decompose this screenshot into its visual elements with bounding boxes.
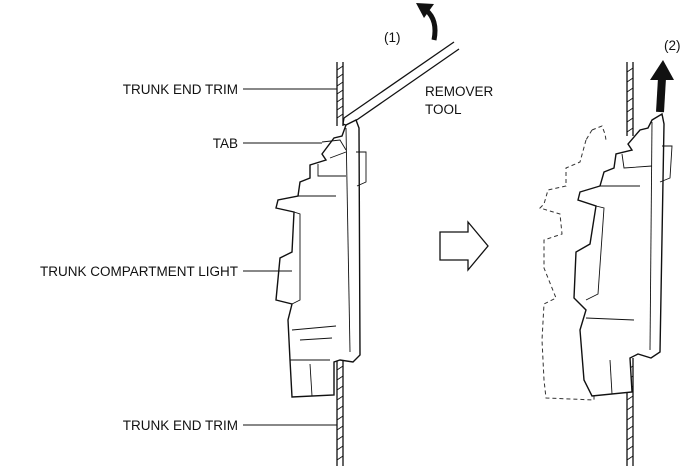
trunk-end-trim-upper-left: [336, 62, 344, 126]
transition-arrow: [439, 220, 489, 272]
label-trunk-compartment-light: TRUNK COMPARTMENT LIGHT: [40, 264, 238, 279]
trunk-end-trim-upper-right: [626, 62, 634, 136]
label-step-1: (1): [384, 30, 401, 45]
trunk-end-trim-lower-left: [336, 358, 344, 466]
leader-lines: [243, 88, 337, 426]
trunk-compartment-light-right: [573, 112, 673, 397]
light-original-position-ghost: [539, 125, 607, 401]
label-trunk-end-trim-top: TRUNK END TRIM: [123, 82, 238, 97]
label-step-2: (2): [664, 38, 681, 53]
trunk-compartment-light-left: [275, 119, 367, 398]
label-tab: TAB: [213, 136, 238, 151]
label-remover-tool-1: REMOVER: [425, 84, 494, 99]
lever-arrow-1: [416, 3, 438, 41]
label-trunk-end-trim-bottom: TRUNK END TRIM: [123, 418, 238, 433]
pull-arrow-2: [650, 60, 674, 113]
label-remover-tool-2: TOOL: [425, 102, 462, 117]
